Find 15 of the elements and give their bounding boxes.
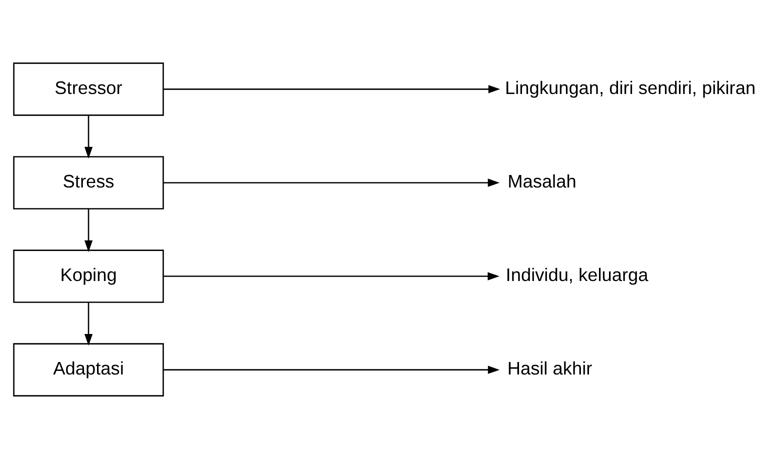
node-text: Hasil akhir [507, 358, 592, 378]
arrow [84, 114, 93, 158]
arrow [84, 302, 93, 346]
node-text: Individu, keluarga [506, 264, 648, 285]
arrow [163, 272, 500, 280]
arrow [84, 208, 93, 252]
arrow [164, 84, 500, 93]
node-box: Koping [13, 249, 164, 302]
node-box: Stressor [13, 62, 164, 116]
node-text: Lingkungan, diri sendiri, pikiran [505, 77, 756, 98]
node-box: Stress [13, 156, 164, 209]
node-text: Masalah [508, 171, 576, 192]
arrow [163, 365, 500, 374]
arrow [163, 178, 500, 186]
node-box: Adaptasi [13, 342, 164, 396]
